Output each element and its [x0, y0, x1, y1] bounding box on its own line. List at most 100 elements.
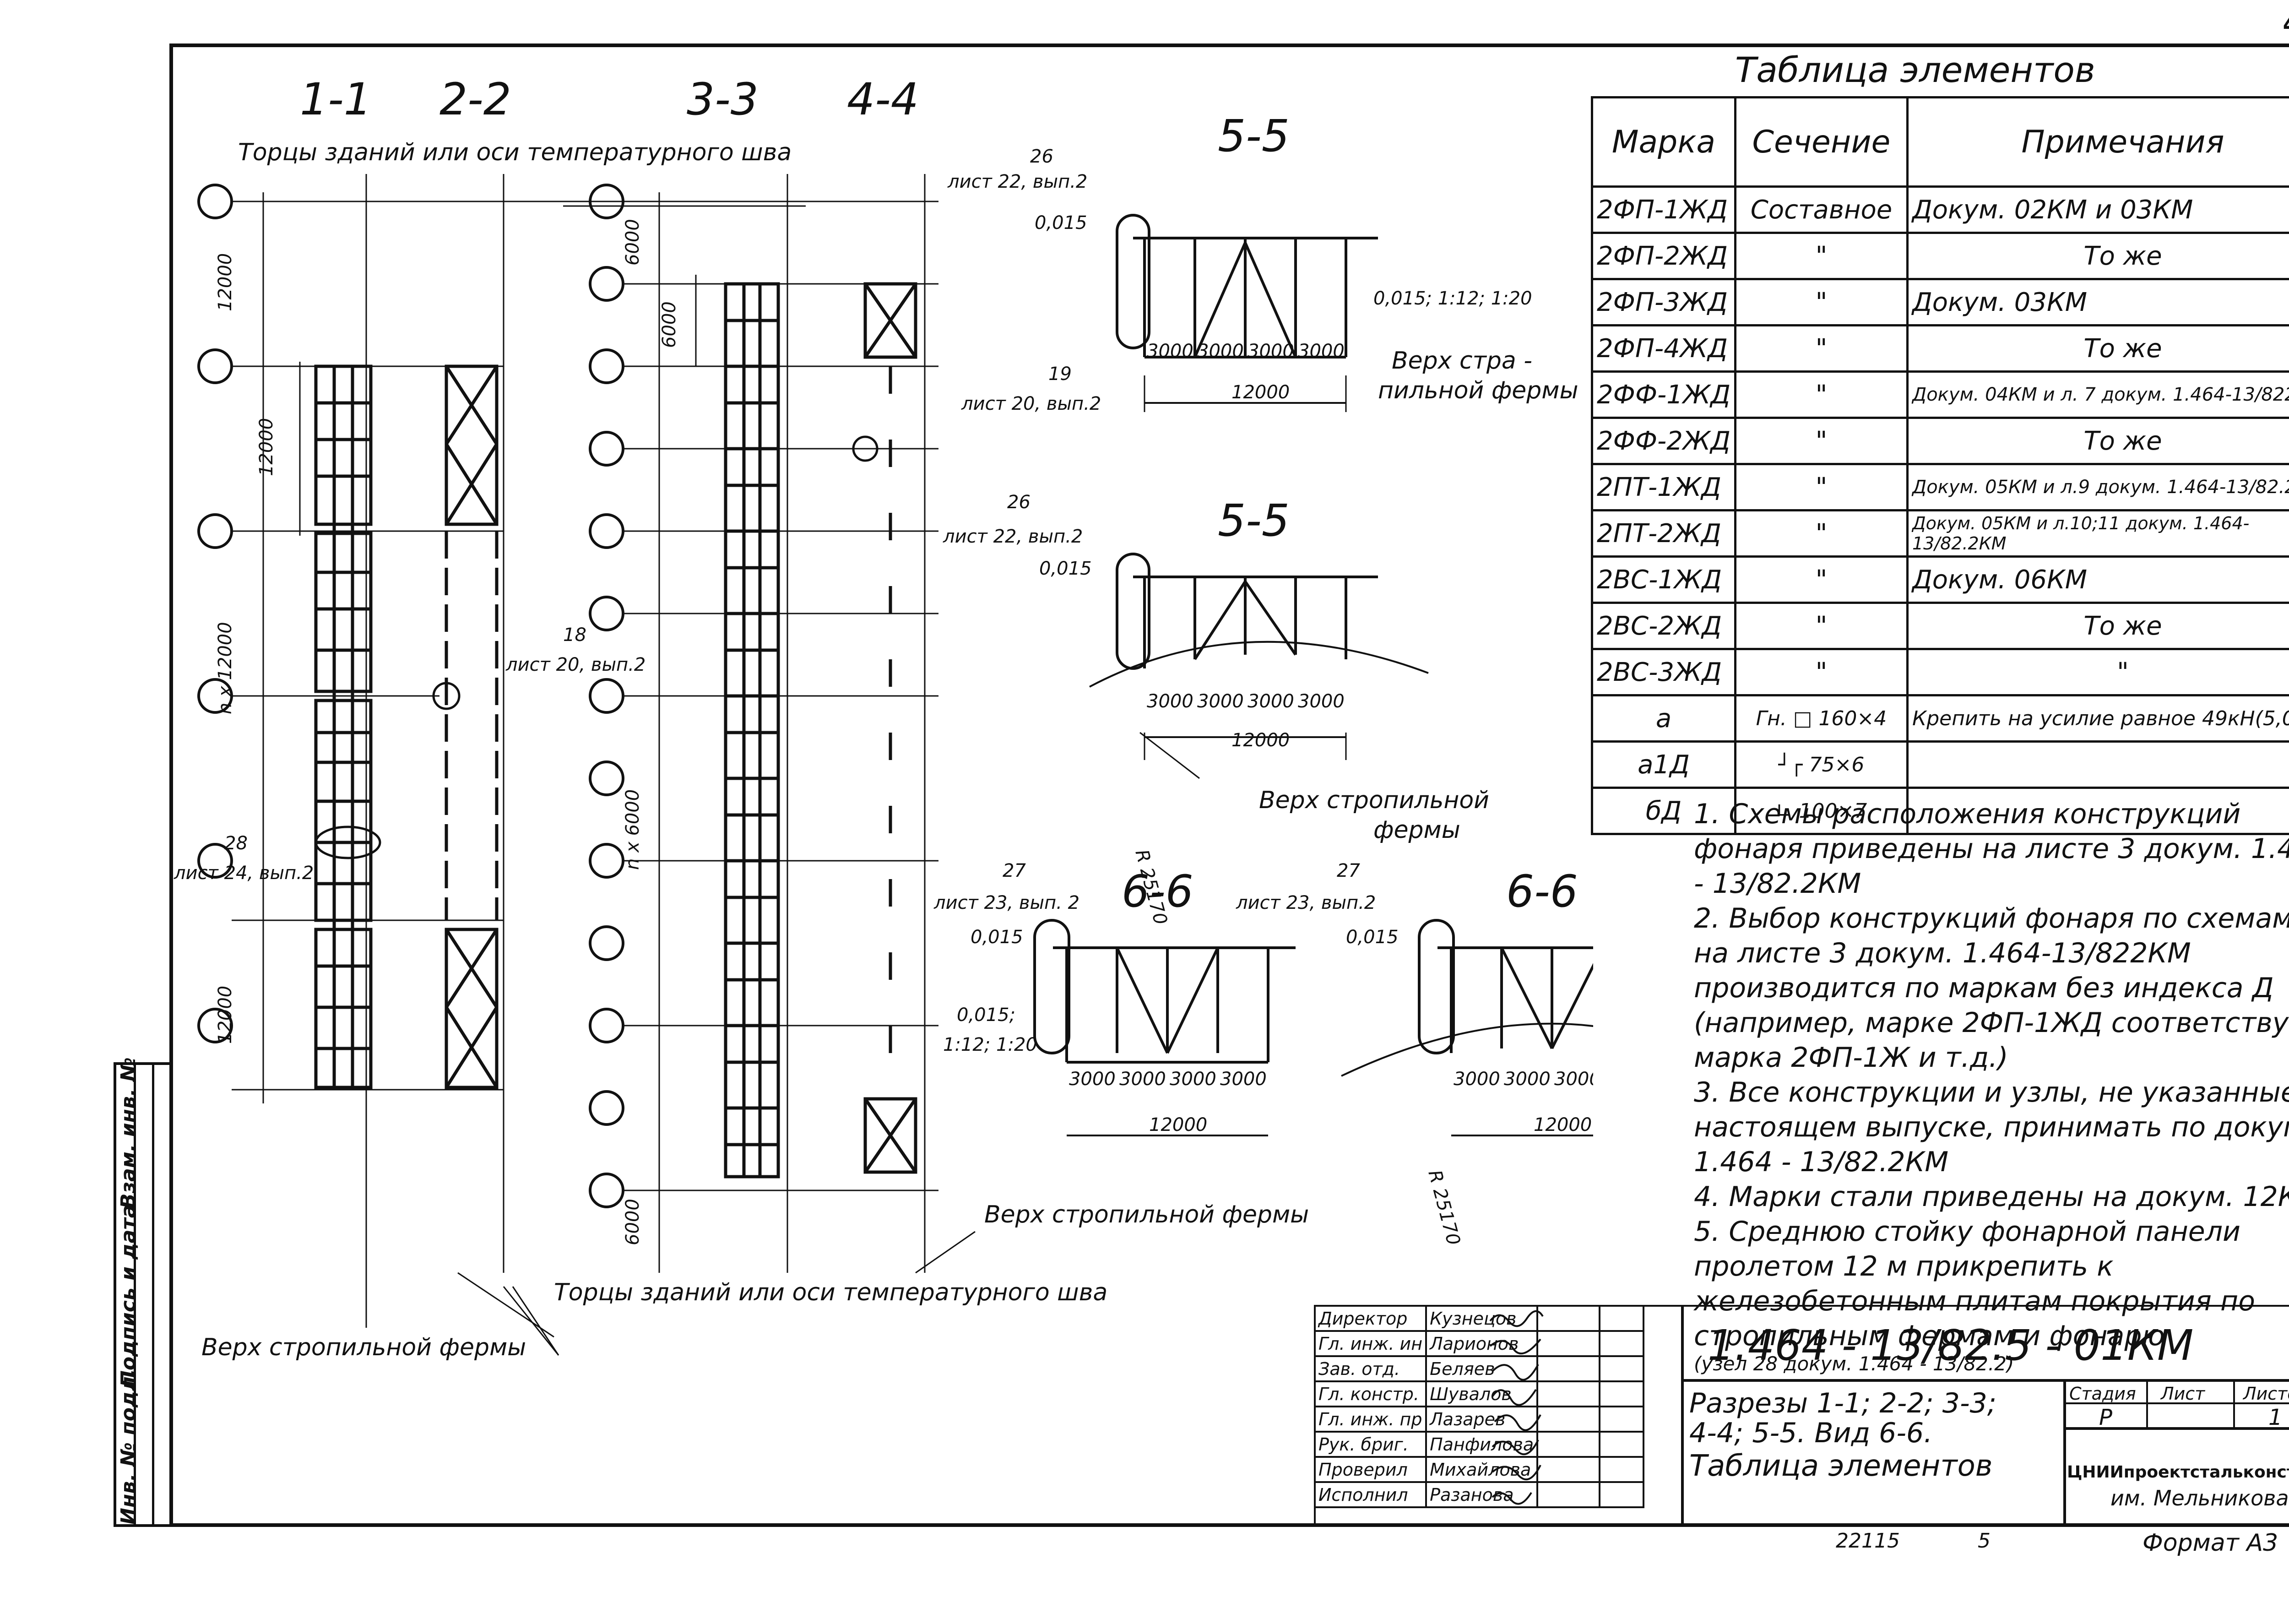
callout-19-text: лист 20, вып.2 — [961, 393, 1101, 414]
dim-3000-9: 3000 — [1069, 1069, 1116, 1090]
cell-note: Докум. 02КМ и 03КМ — [1906, 185, 2289, 234]
signer-role: Рук. бриг. — [1313, 1431, 1427, 1458]
sheets-header: Листов — [2243, 1384, 2289, 1404]
dim-3000-12: 3000 — [1220, 1069, 1267, 1090]
elements-table-header: Марка Сечение Примечания — [1591, 96, 2289, 188]
verh-ferm-label-1: Верх стропильной фермы — [201, 1334, 526, 1361]
table-row: 2ВС-1ЖД"Докум. 06КМ — [1591, 555, 2289, 604]
cell-sechenie: " — [1734, 509, 1909, 558]
dim-12000-left-3: 12000 — [215, 986, 236, 1044]
table-row: 2ПТ-2ЖД"Докум. 05КМ и л.10;11 докум. 1.4… — [1591, 509, 2289, 558]
bottom-number: 5 — [1978, 1529, 1991, 1553]
signer-row: Рук. бриг.Панфилова — [1313, 1431, 1645, 1458]
elements-table-title: Таблица элементов — [1735, 49, 2095, 90]
date-cell — [1599, 1431, 1645, 1458]
verh-ferm-label-2: Верх стропильной фермы — [984, 1201, 1309, 1228]
dim-12000-left-1: 12000 — [215, 253, 236, 311]
cell-marka: 2ВС-2ЖД — [1591, 602, 1736, 650]
section-label-5-5-bottom: 5-5 — [1218, 495, 1290, 546]
verh-ferm-label-4a: Верх стропильной — [1259, 787, 1489, 814]
dim-3000-13: 3000 — [1454, 1069, 1500, 1090]
section-6-6-left — [1033, 919, 1296, 1136]
callout-27a-num: 27 — [1003, 860, 1026, 881]
bottom-code: 22115 — [1836, 1529, 1900, 1553]
cell-marka: 2ФП-4ЖД — [1591, 324, 1736, 373]
callout-27b-text: лист 23, вып.2 — [1236, 892, 1376, 913]
axis-markers-middle — [589, 184, 624, 1208]
cell-sechenie: " — [1734, 463, 1909, 511]
section-2-2-bracing — [445, 364, 499, 1089]
callout-28-num: 28 — [224, 833, 248, 854]
slope-b: 0,015; 1:12; 1:20 — [1373, 288, 1532, 309]
cell-sechenie: Составное — [1734, 185, 1909, 234]
slope-g: 0,015 — [1346, 927, 1399, 948]
cell-note: То же — [1906, 417, 2289, 465]
torcy-top-label: Торцы зданий или оси температурного шва — [238, 139, 792, 166]
section-5-5-bottom — [1089, 553, 1429, 779]
stage-header: Стадия — [2069, 1384, 2136, 1404]
paper-format: Формат А3 — [2143, 1529, 2278, 1557]
signer-row: Гл. констр.Шувалов — [1313, 1380, 1645, 1407]
callout-18-num: 18 — [563, 625, 586, 646]
slope-c: 0,015 — [1039, 558, 1092, 579]
cell-note: Докум. 05КМ и л.10;11 докум. 1.464-13/82… — [1906, 509, 2289, 558]
dim-12000-b: 12000 — [1231, 730, 1290, 751]
dim-3000-6: 3000 — [1197, 691, 1244, 712]
signature — [1536, 1431, 1601, 1458]
signature — [1536, 1481, 1601, 1508]
section-label-5-5-top: 5-5 — [1218, 110, 1290, 162]
verh-ferm-label-3b: пильной фермы — [1378, 377, 1578, 404]
title-line-2: 4-4; 5-5. Вид 6-6. — [1689, 1417, 1933, 1449]
dim-6000-c: 6000 — [622, 1199, 643, 1245]
cell-note: Докум. 03КМ — [1906, 278, 2289, 326]
table-row: 2ПТ-1ЖД"Докум. 05КМ и л.9 докум. 1.464-1… — [1591, 463, 2289, 511]
section-3-3-panels — [724, 282, 780, 1179]
signer-role: Гл. инж. пр — [1313, 1406, 1427, 1433]
signer-name: Лазарев — [1425, 1406, 1539, 1433]
slope-f: 1:12; 1:20 — [943, 1034, 1037, 1055]
callout-27b-num: 27 — [1337, 860, 1360, 881]
cell-marka: а1Д — [1591, 740, 1736, 789]
signature — [1536, 1380, 1601, 1407]
callout-18-text: лист 20, вып.2 — [505, 654, 645, 675]
date-cell — [1599, 1330, 1645, 1357]
sheets-value: 1 — [2268, 1405, 2283, 1430]
callout-28-text: лист 24, вып.2 — [174, 863, 314, 884]
cell-marka: 2ФФ-2ЖД — [1591, 417, 1736, 465]
verh-ferm-label-3a: Верх стра - — [1392, 347, 1532, 375]
table-row: 2ВС-2ЖД"То же — [1591, 602, 2289, 650]
date-cell — [1599, 1380, 1645, 1407]
signature — [1536, 1305, 1601, 1332]
section-label-6-6-left: 6-6 — [1122, 866, 1193, 917]
note-3: 3. Все конструкции и узлы, не указанные … — [1694, 1076, 2289, 1178]
table-row: бД∟ 100×7 — [1591, 787, 2289, 835]
torcy-bottom-label: Торцы зданий или оси температурного шва — [554, 1279, 1107, 1306]
dim-6000-a: 6000 — [622, 219, 643, 266]
cell-sechenie: ┘┌ 75×6 — [1734, 740, 1909, 789]
sections-drawing: 1-1 2-2 3-3 4-4 5-5 5-5 6-6 6-6 Торцы зд… — [174, 74, 1593, 1361]
stage-value: Р — [2099, 1405, 2112, 1430]
dim-3000-10: 3000 — [1119, 1069, 1166, 1090]
organization-subname: им. Мельникова — [2110, 1486, 2289, 1510]
dim-3000-11: 3000 — [1170, 1069, 1216, 1090]
signer-name: Шувалов — [1425, 1380, 1539, 1407]
cell-note: То же — [1906, 324, 2289, 373]
section-6-6-right — [1341, 919, 1593, 1136]
table-row: 2ФП-4ЖД"То же — [1591, 324, 2289, 373]
cell-marka: бД — [1591, 787, 1736, 835]
sheet-header: Лист — [2161, 1384, 2205, 1404]
cell-marka: 2ВС-3ЖД — [1591, 648, 1736, 696]
slope-a: 0,015 — [1035, 212, 1087, 234]
section-5-5-top — [1116, 214, 1378, 412]
section-label-1-1: 1-1 — [300, 74, 372, 125]
signature — [1536, 1330, 1601, 1357]
date-cell — [1599, 1406, 1645, 1433]
table-row: а1Д┘┌ 75×6 — [1591, 740, 2289, 789]
date-cell — [1599, 1305, 1645, 1332]
table-row: 2ФП-2ЖД"То же — [1591, 232, 2289, 280]
dim-3000-15: 3000 — [1554, 1069, 1593, 1090]
section-label-2-2: 2-2 — [439, 74, 511, 125]
